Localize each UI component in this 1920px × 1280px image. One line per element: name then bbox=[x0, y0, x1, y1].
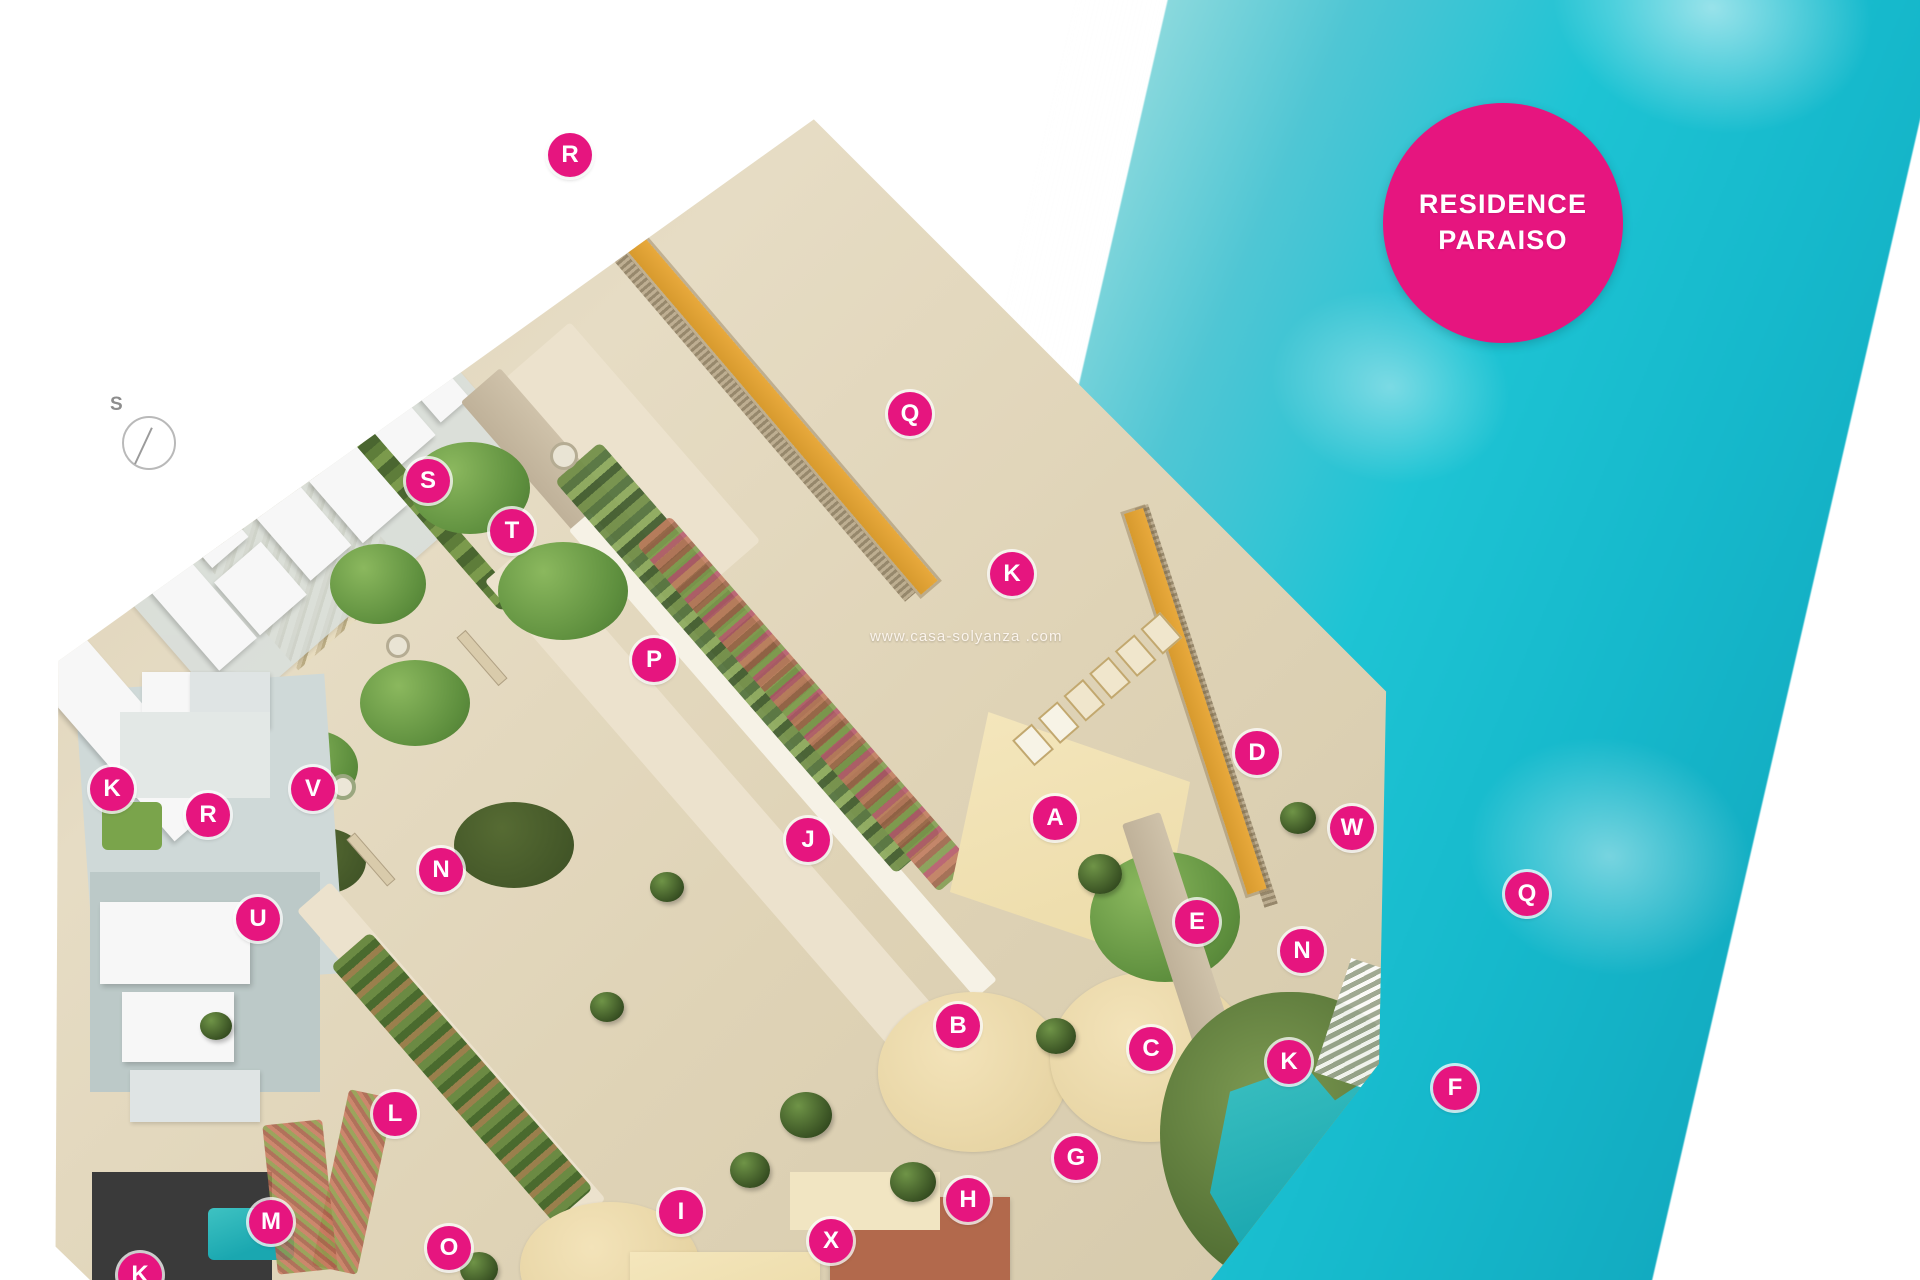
tree bbox=[1280, 802, 1316, 834]
west-paved-court bbox=[120, 712, 270, 798]
map-marker-q[interactable]: Q bbox=[1505, 872, 1549, 916]
map-marker-f[interactable]: F bbox=[1433, 1066, 1477, 1110]
map-marker-label: R bbox=[199, 801, 217, 828]
map-marker-label: R bbox=[561, 141, 579, 168]
lawn-oval-2 bbox=[498, 542, 628, 640]
southwest-building-3 bbox=[130, 1070, 260, 1122]
lawn-oval-4 bbox=[360, 660, 470, 746]
map-marker-a[interactable]: A bbox=[1033, 796, 1077, 840]
tree bbox=[730, 1152, 770, 1188]
map-marker-label: Q bbox=[900, 400, 920, 427]
map-marker-label: K bbox=[1280, 1048, 1298, 1075]
map-marker-w[interactable]: W bbox=[1330, 806, 1374, 850]
map-marker-k[interactable]: K bbox=[90, 767, 134, 811]
lawn-oval-3 bbox=[330, 544, 426, 624]
brand-line-2: PARAISO bbox=[1438, 225, 1568, 255]
map-marker-label: O bbox=[439, 1234, 459, 1261]
map-marker-g[interactable]: G bbox=[1054, 1136, 1098, 1180]
map-marker-label: K bbox=[103, 775, 121, 802]
map-marker-k[interactable]: K bbox=[1267, 1040, 1311, 1084]
map-marker-label: T bbox=[504, 517, 520, 544]
map-marker-label: V bbox=[304, 775, 321, 802]
map-marker-n[interactable]: N bbox=[1280, 929, 1324, 973]
brand-logo: RESIDENCE PARAISO bbox=[1383, 103, 1623, 343]
compass-rose: S bbox=[110, 394, 180, 470]
map-marker-k[interactable]: K bbox=[990, 552, 1034, 596]
map-marker-v[interactable]: V bbox=[291, 767, 335, 811]
tree bbox=[1036, 1018, 1076, 1054]
map-marker-label: K bbox=[1003, 560, 1021, 587]
map-marker-r[interactable]: R bbox=[548, 133, 592, 177]
map-marker-label: E bbox=[1188, 908, 1205, 935]
tree bbox=[890, 1162, 936, 1202]
map-marker-h[interactable]: H bbox=[946, 1178, 990, 1222]
tree bbox=[650, 872, 684, 902]
map-marker-label: B bbox=[949, 1012, 967, 1039]
map-marker-s[interactable]: S bbox=[406, 459, 450, 503]
map-marker-label: I bbox=[677, 1198, 685, 1225]
fountain-feature-2 bbox=[386, 634, 410, 658]
compass-circle bbox=[122, 416, 176, 470]
tree bbox=[200, 1012, 232, 1040]
map-marker-r[interactable]: R bbox=[186, 793, 230, 837]
tree bbox=[780, 1092, 832, 1138]
fountain-feature-1 bbox=[550, 442, 578, 470]
map-marker-c[interactable]: C bbox=[1129, 1027, 1173, 1071]
map-marker-u[interactable]: U bbox=[236, 897, 280, 941]
map-marker-label: U bbox=[249, 905, 267, 932]
southwest-building-1 bbox=[100, 902, 250, 984]
south-terrace-x bbox=[630, 1252, 820, 1280]
map-marker-m[interactable]: M bbox=[249, 1200, 293, 1244]
map-marker-j[interactable]: J bbox=[786, 818, 830, 862]
map-marker-label: W bbox=[1340, 814, 1364, 841]
map-marker-label: Q bbox=[1517, 880, 1537, 907]
map-marker-label: D bbox=[1248, 739, 1266, 766]
map-marker-label: N bbox=[432, 856, 450, 883]
map-marker-q[interactable]: Q bbox=[888, 392, 932, 436]
map-marker-x[interactable]: X bbox=[809, 1219, 853, 1263]
map-marker-label: C bbox=[1142, 1035, 1160, 1062]
tree bbox=[590, 992, 624, 1022]
map-marker-n[interactable]: N bbox=[419, 848, 463, 892]
brand-line-1: RESIDENCE bbox=[1418, 189, 1588, 220]
lawn-oval-6 bbox=[454, 802, 574, 888]
map-marker-label: S bbox=[419, 467, 436, 494]
map-marker-label: X bbox=[822, 1227, 839, 1254]
map-marker-label: F bbox=[1447, 1074, 1463, 1101]
map-marker-label: M bbox=[261, 1208, 281, 1235]
map-marker-t[interactable]: T bbox=[490, 509, 534, 553]
map-marker-label: H bbox=[959, 1186, 977, 1213]
map-marker-p[interactable]: P bbox=[632, 638, 676, 682]
map-marker-label: L bbox=[387, 1100, 403, 1127]
site-watermark: www.casa-solyanza .com bbox=[870, 628, 1063, 645]
map-marker-label: K bbox=[131, 1261, 149, 1280]
map-marker-i[interactable]: I bbox=[659, 1190, 703, 1234]
compass-label: S bbox=[110, 394, 123, 415]
map-marker-o[interactable]: O bbox=[427, 1226, 471, 1270]
map-marker-label: J bbox=[801, 826, 815, 853]
map-marker-e[interactable]: E bbox=[1175, 900, 1219, 944]
map-marker-l[interactable]: L bbox=[373, 1092, 417, 1136]
map-marker-b[interactable]: B bbox=[936, 1004, 980, 1048]
map-marker-label: G bbox=[1066, 1144, 1086, 1171]
map-marker-label: N bbox=[1293, 937, 1311, 964]
map-marker-label: A bbox=[1046, 804, 1064, 831]
map-marker-d[interactable]: D bbox=[1235, 731, 1279, 775]
tree bbox=[1078, 854, 1122, 894]
map-marker-label: P bbox=[645, 646, 662, 673]
